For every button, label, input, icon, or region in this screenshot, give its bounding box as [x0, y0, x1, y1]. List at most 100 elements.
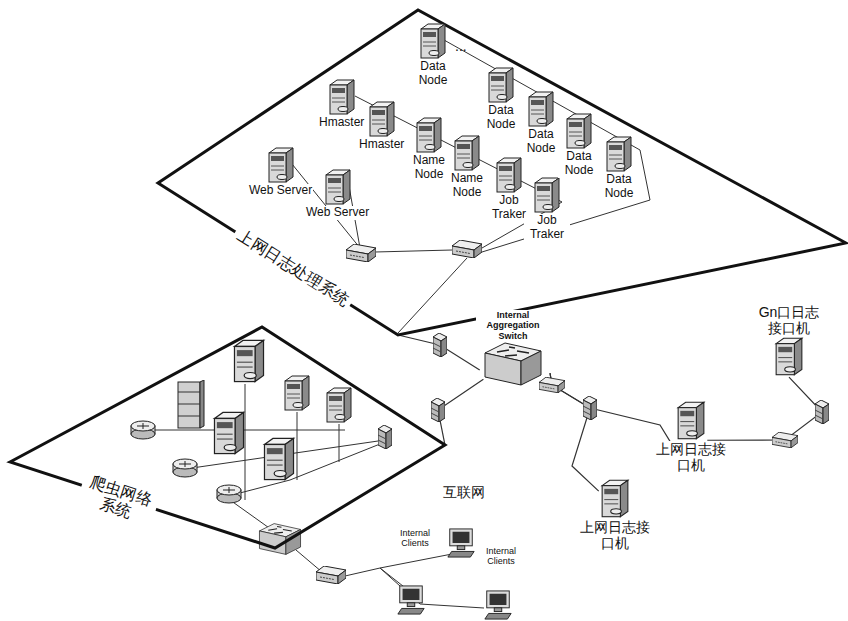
firewall [378, 425, 392, 449]
firewall [815, 400, 829, 424]
data-node-server: Data Node [412, 22, 454, 88]
wire [339, 424, 340, 462]
hub [346, 244, 376, 262]
router [131, 421, 155, 439]
device-icon [676, 400, 706, 441]
device-symbol [535, 178, 559, 212]
node-label: 上网日志接口机 [654, 441, 728, 473]
region-outline-svg [10, 327, 445, 548]
server [327, 388, 351, 422]
hub [452, 240, 482, 258]
firewall [433, 333, 447, 357]
name-node-server: Name Node [446, 134, 488, 200]
device-symbol [776, 338, 802, 374]
client-computer [398, 586, 424, 614]
device-icon [415, 116, 443, 154]
wire [297, 412, 298, 480]
device-symbol [269, 148, 293, 182]
client-label: Internal Clients [392, 528, 438, 549]
wire [230, 500, 272, 530]
inner-wires [150, 40, 650, 608]
device-symbol [417, 118, 441, 152]
ellipsis: ... [455, 38, 467, 54]
server [264, 438, 293, 479]
device-symbol [330, 80, 354, 114]
region-heading: 爬虫网络系统 [75, 470, 161, 531]
node-label: Data Node [558, 150, 600, 178]
device-icon [368, 100, 396, 138]
wire [150, 430, 345, 431]
wire [245, 384, 246, 500]
hub [772, 432, 798, 448]
device-icon [605, 135, 633, 173]
server [214, 412, 243, 453]
server [234, 340, 263, 381]
node-label: Data Node [480, 104, 522, 132]
node-label: Data Node [520, 128, 562, 156]
wire [375, 250, 452, 252]
node-label: Gn口日志接口机 [752, 304, 826, 336]
wire [236, 442, 385, 494]
region-outline [158, 10, 846, 335]
web-server: Web Server [248, 146, 313, 198]
device-symbol [326, 170, 350, 204]
log-interface-server: 上网日志接口机 [578, 478, 652, 551]
device-icon [527, 90, 555, 128]
device-symbol [370, 102, 394, 136]
internet-label: 互联网 [443, 484, 485, 500]
node-label: Hmaster [358, 138, 405, 152]
router [173, 459, 197, 477]
network-link [550, 373, 673, 445]
device-icon [453, 134, 481, 172]
log-interface-server: Gn口日志接口机 [752, 304, 826, 377]
router [217, 485, 241, 503]
device-icon [482, 341, 544, 387]
switch [259, 524, 300, 555]
hmaster-server: Hmaster [358, 100, 405, 152]
node-label: Web Server [305, 206, 370, 220]
aggregation-switch: Internal Aggregation Switch [476, 310, 550, 387]
device-symbol [678, 402, 704, 438]
device-symbol [607, 137, 631, 171]
node-label: Data Node [412, 60, 454, 88]
node-label: Name Node [446, 172, 488, 200]
client-computer [448, 529, 474, 557]
job-tracker-server: Job Traker [524, 176, 570, 242]
device-symbol [602, 480, 628, 516]
device-icon [533, 176, 561, 214]
device-symbol [497, 158, 521, 192]
device-symbol [421, 24, 445, 58]
device-icon [487, 66, 515, 104]
hub [539, 377, 565, 393]
hub [316, 566, 346, 584]
network-link [707, 377, 822, 440]
data-node-server: Data Node [558, 112, 600, 178]
device-icon [328, 78, 356, 116]
wire [380, 568, 484, 608]
node-label: Internal Aggregation Switch [476, 310, 550, 341]
device-symbol [567, 114, 591, 148]
node-label: Hmaster [318, 116, 365, 130]
device-icon [774, 336, 804, 377]
log-interface-server: 上网日志接口机 [654, 400, 728, 473]
node-label: Job Traker [524, 214, 570, 242]
system-region: 爬虫网络系统 [10, 327, 445, 548]
device-icon [565, 112, 593, 150]
system-region: 上网日志处理系统Data NodeHmasterHmasterWeb Serve… [158, 10, 846, 335]
firewall [583, 396, 597, 420]
client-computer [485, 591, 511, 619]
wire [296, 550, 322, 572]
device-symbol [489, 68, 513, 102]
region-heading: 上网日志处理系统 [230, 223, 356, 312]
device-icon [267, 146, 295, 184]
server [285, 376, 309, 410]
device-symbol [529, 92, 553, 126]
web-server: Web Server [305, 168, 370, 220]
firewall [431, 398, 445, 422]
device-icon [495, 156, 523, 194]
node-label: Name Node [408, 154, 450, 182]
node-label: Web Server [248, 184, 313, 198]
node-label: Data Node [598, 173, 640, 201]
